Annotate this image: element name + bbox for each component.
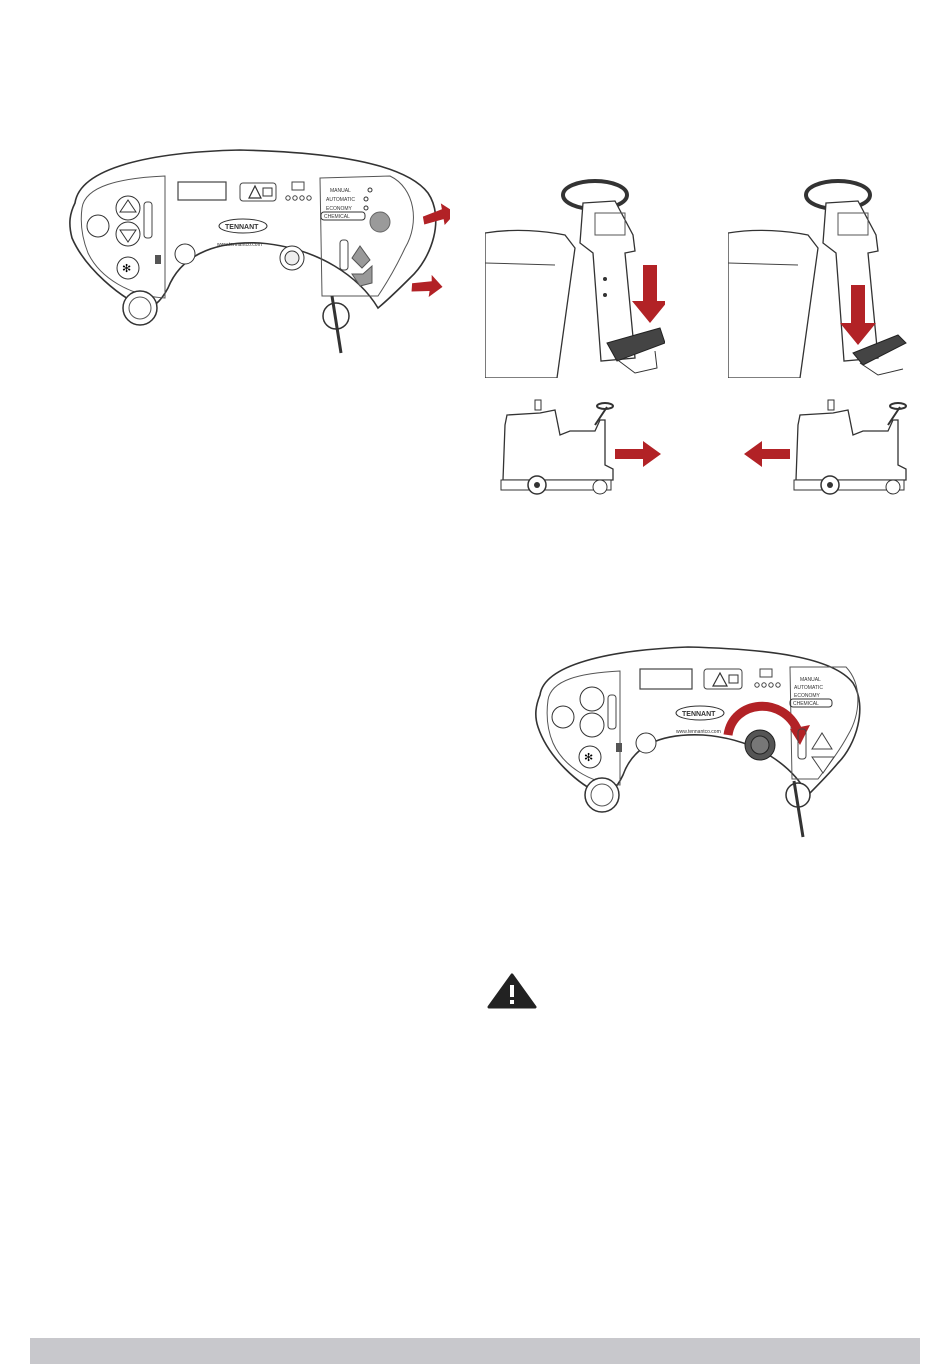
svg-text:ECONOMY: ECONOMY [794, 693, 821, 699]
svg-text:MANUAL: MANUAL [330, 188, 351, 194]
svg-text:TENNANT: TENNANT [682, 711, 716, 718]
footer-bar [30, 1338, 920, 1364]
svg-text:✻: ✻ [122, 263, 131, 275]
fan-icon: ✻ [117, 257, 139, 279]
machine-forward-figure [495, 395, 670, 505]
svg-text:www.tennantco.com: www.tennantco.com [217, 242, 262, 248]
svg-text:CHEMICAL: CHEMICAL [793, 701, 819, 707]
machine-reverse-figure [740, 395, 915, 505]
svg-text:✻: ✻ [584, 752, 593, 764]
emergency-stop-icon[interactable] [585, 778, 619, 812]
chemical-button[interactable] [370, 212, 390, 232]
svg-text:AUTOMATIC: AUTOMATIC [326, 197, 355, 203]
svg-text:CHEMICAL: CHEMICAL [324, 214, 350, 220]
emergency-stop-icon[interactable] [123, 291, 157, 325]
control-panel-figure-2: MANUAL AUTOMATIC ECONOMY CHEMICAL ✻ TENN… [528, 645, 863, 840]
speed-knob-icon[interactable] [745, 730, 775, 760]
svg-text:AUTOMATIC: AUTOMATIC [794, 685, 823, 691]
warning-icon [240, 183, 276, 201]
key-switch-icon[interactable] [323, 296, 349, 353]
svg-text:www.tennantco.com: www.tennantco.com [676, 729, 721, 735]
svg-text:ECONOMY: ECONOMY [326, 206, 353, 212]
control-panel-figure-1: MANUAL AUTOMATIC ECONOMY CHEMICAL ✻ TENN… [60, 148, 450, 358]
warning-icon [487, 973, 537, 1009]
pedal-figure-2 [728, 173, 908, 378]
pedal-figure-1 [485, 173, 665, 378]
key-switch-icon[interactable] [786, 781, 810, 837]
speed-knob-icon[interactable] [280, 246, 304, 270]
svg-text:TENNANT: TENNANT [225, 224, 259, 231]
svg-text:MANUAL: MANUAL [800, 677, 821, 683]
warning-icon [704, 669, 742, 689]
horn-icon [175, 244, 195, 264]
